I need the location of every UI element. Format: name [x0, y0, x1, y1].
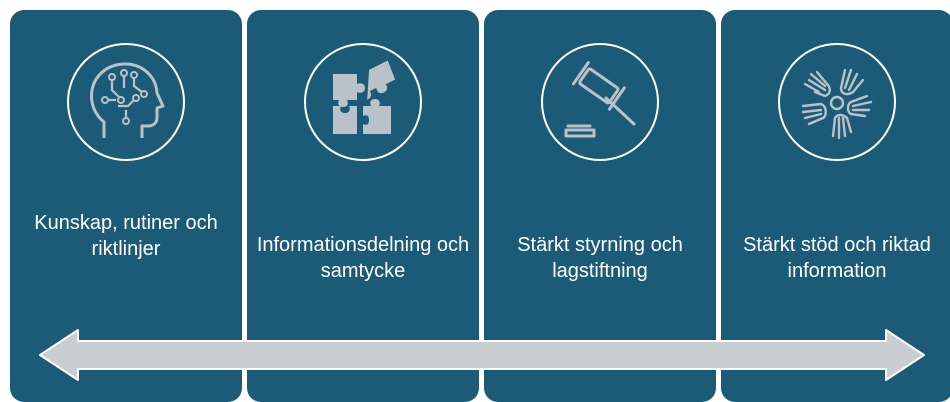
panel-information-sharing: Informationsdelning och samtycke — [247, 10, 479, 402]
double-arrow — [38, 328, 926, 382]
hands-icon — [775, 40, 899, 164]
panel-label: Stärkt stöd och riktad information — [743, 234, 931, 282]
head-circuit-icon — [64, 40, 188, 164]
panel-governance: Stärkt styrning och lagstiftning — [484, 10, 716, 402]
panel-support: Stärkt stöd och riktad information — [721, 10, 950, 402]
gavel-icon — [538, 40, 662, 164]
panel-knowledge: Kunskap, rutiner och riktlinjer — [10, 10, 242, 402]
panel-label: Kunskap, rutiner och riktlinjer — [34, 212, 218, 260]
panel-label: Informationsdelning och samtycke — [256, 234, 470, 282]
puzzle-icon — [301, 40, 425, 164]
panel-label: Stärkt styrning och lagstiftning — [517, 234, 683, 282]
